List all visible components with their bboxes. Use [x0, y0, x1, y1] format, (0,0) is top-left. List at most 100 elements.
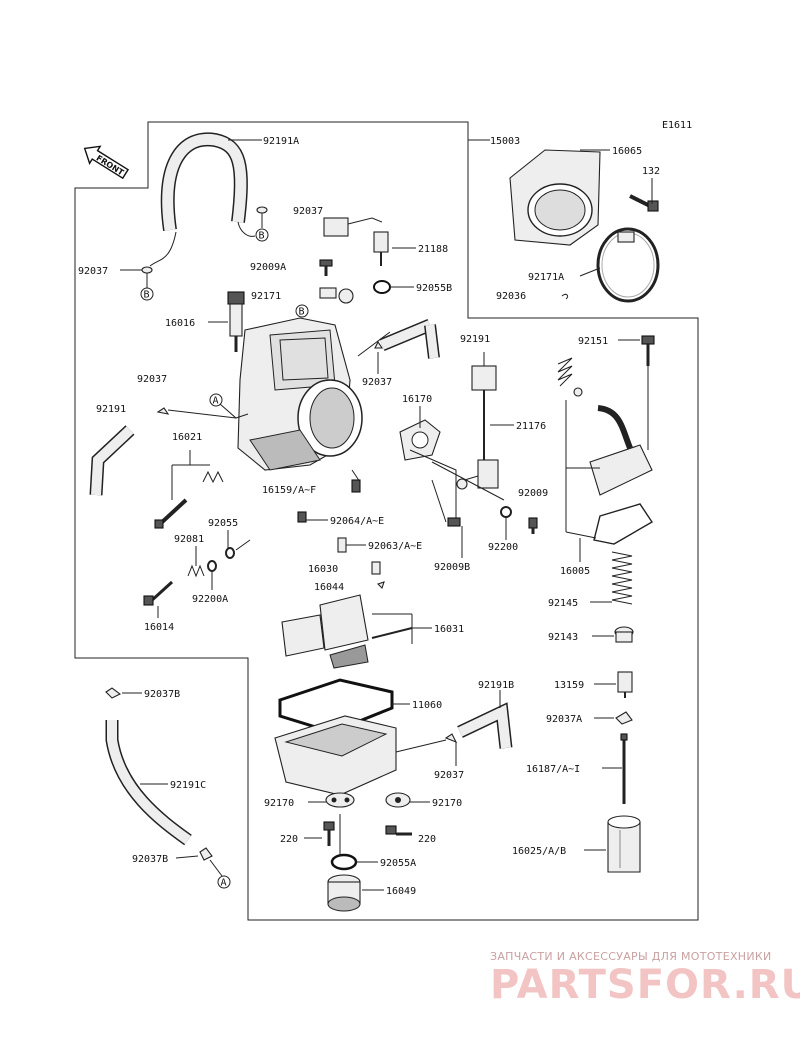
label-92037-left-mid: 92037	[137, 374, 167, 385]
bolt-132-icon	[629, 194, 659, 212]
o-ring-92055B-icon	[373, 280, 391, 294]
label-92170-right: 92170	[432, 798, 462, 809]
label-16187: 16187/A~I	[526, 764, 580, 775]
label-16021: 16021	[172, 432, 202, 443]
clip-92037B-lower-icon	[199, 847, 213, 861]
label-16016: 16016	[165, 318, 195, 329]
clip-16044-icon	[376, 581, 385, 590]
throttle-stop-16016-icon	[227, 291, 245, 352]
label-16065: 16065	[612, 146, 642, 157]
spring-92151-icon	[557, 357, 573, 387]
watermark-logo: PARTSFOR.RU	[490, 962, 800, 1008]
pilot-screw-16021-icon	[154, 498, 188, 529]
front-arrow-icon: FRONT	[83, 145, 130, 180]
clip-13159-icon	[617, 671, 633, 698]
clamp-icon	[141, 266, 153, 274]
screw-92009A-icon	[319, 259, 333, 276]
washer-92200A-icon	[207, 560, 217, 572]
label-92191C: 92191C	[170, 780, 206, 791]
clip-92037B-upper-icon	[105, 687, 122, 699]
label-92037B-lower: 92037B	[132, 854, 168, 865]
label-92055A: 92055A	[380, 858, 416, 869]
clip-92037A-icon	[615, 711, 633, 725]
ref-A-2: A	[221, 878, 227, 889]
label-92037B-upper: 92037B	[144, 689, 180, 700]
label-220-left: 220	[280, 834, 298, 845]
jet-needle-16187-icon	[620, 733, 628, 804]
drain-hose-92191B-icon	[457, 702, 513, 749]
label-92037-bowl: 92037	[434, 770, 464, 781]
label-92037-mid: 92037	[362, 377, 392, 388]
label-92191-right: 92191	[460, 334, 490, 345]
retainer-92143-icon	[614, 626, 634, 643]
label-92037-top: 92037	[293, 206, 323, 217]
float-chamber-gasket-11060-icon	[278, 678, 394, 734]
needle-jet-16030-icon	[371, 561, 381, 575]
throttle-cable-cover-icon	[589, 405, 653, 496]
label-92170-left: 92170	[264, 798, 294, 809]
label-92055B: 92055B	[416, 283, 452, 294]
screw-220-right-icon	[385, 825, 412, 836]
screw-16014-icon	[143, 580, 174, 606]
ref-B-2: B	[259, 231, 265, 242]
holder-92170-right-icon	[385, 792, 411, 808]
label-21176: 21176	[516, 421, 546, 432]
label-16030: 16030	[308, 564, 338, 575]
vent-hose-92191-left-icon	[89, 425, 135, 496]
float-chamber-icon	[274, 715, 397, 796]
label-13159: 13159	[554, 680, 584, 691]
throttle-sensor-connector-icon	[323, 217, 389, 266]
label-92064: 92064/A~E	[330, 516, 384, 527]
o-ring-92055A-icon	[330, 853, 358, 871]
label-16049: 16049	[386, 886, 416, 897]
diagram-id: E1611	[662, 120, 692, 131]
label-220-right: 220	[418, 834, 436, 845]
watermark-tagline: ЗАПЧАСТИ И АКСЕССУАРЫ ДЛЯ МОТОТЕХНИКИ	[490, 950, 772, 963]
label-92009: 92009	[518, 488, 548, 499]
throttle-valve-16025-icon	[607, 815, 641, 873]
needle-spring-92145-icon	[611, 551, 633, 605]
jet-92063-icon	[337, 537, 347, 553]
label-92036: 92036	[496, 291, 526, 302]
label-92191B: 92191B	[478, 680, 514, 691]
screw-92009-icon	[528, 517, 538, 534]
label-92171: 92171	[251, 291, 281, 302]
label-132: 132	[642, 166, 660, 177]
label-92009B: 92009B	[434, 562, 470, 573]
connector-21176-icon	[456, 365, 499, 490]
label-21188: 21188	[418, 244, 448, 255]
label-92143: 92143	[548, 632, 578, 643]
washer-92200-icon	[500, 506, 512, 518]
label-92145: 92145	[548, 598, 578, 609]
label-16044: 16044	[314, 582, 344, 593]
label-16159: 16159/A~F	[262, 485, 316, 496]
label-92037-left: 92037	[78, 266, 108, 277]
label-92055: 92055	[208, 518, 238, 529]
label-92200A: 92200A	[192, 594, 228, 605]
label-92171A: 92171A	[528, 272, 564, 283]
ref-B-3: B	[299, 307, 305, 318]
holder-92170-left-icon	[325, 792, 355, 808]
label-92200: 92200	[488, 542, 518, 553]
jet-92064-icon	[297, 511, 307, 523]
spring-92081-icon	[187, 564, 205, 578]
diagram-frame	[74, 121, 699, 921]
clip-92171-icon	[319, 287, 354, 304]
label-92063: 92063/A~E	[368, 541, 422, 552]
fuel-hose-92191A	[149, 132, 256, 267]
overflow-hose-92191C-icon	[105, 720, 192, 846]
spring-16021-icon	[202, 470, 224, 484]
ref-B-1: B	[144, 290, 150, 301]
vent-hose-92191-mid-icon	[379, 319, 440, 359]
ref-A-1: A	[213, 396, 219, 407]
hose-clamp-92171A-icon	[596, 227, 660, 303]
label-92191A: 92191A	[263, 136, 299, 147]
cap-screw-92151-icon	[641, 335, 655, 366]
clamp-icon	[256, 206, 268, 214]
label-16005: 16005	[560, 566, 590, 577]
jet-16159-icon	[351, 479, 361, 493]
label-92037A: 92037A	[546, 714, 582, 725]
drain-plug-16049-icon	[327, 874, 361, 912]
label-92191-left: 92191	[96, 404, 126, 415]
